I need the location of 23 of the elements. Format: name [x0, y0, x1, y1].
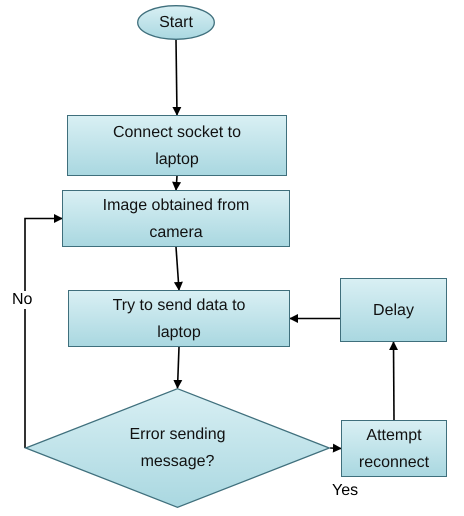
node-label: Try to send data to laptop	[112, 296, 246, 342]
node-label: Delay	[373, 300, 414, 320]
edge-label: No	[11, 291, 34, 309]
process-box	[341, 420, 447, 477]
process-box	[62, 190, 290, 247]
arrow	[173, 346, 182, 389]
arrow	[174, 246, 183, 291]
decision-diamond	[25, 388, 330, 508]
process-box	[68, 290, 290, 347]
terminal-oval	[137, 5, 215, 40]
arrow	[330, 444, 342, 453]
node-label: Attempt reconnect	[358, 426, 430, 472]
arrow	[24, 214, 63, 448]
arrow	[389, 341, 398, 420]
process-box	[67, 115, 287, 176]
arrow	[172, 176, 182, 191]
node-label: Error sending message?	[128, 425, 227, 472]
process-box	[340, 278, 447, 342]
arrow	[172, 40, 182, 116]
node-label: Image obtained from camera	[102, 196, 250, 242]
node-label: Connect socket to laptop	[112, 122, 242, 170]
arrow	[289, 314, 340, 323]
node-label: Start	[159, 13, 193, 33]
